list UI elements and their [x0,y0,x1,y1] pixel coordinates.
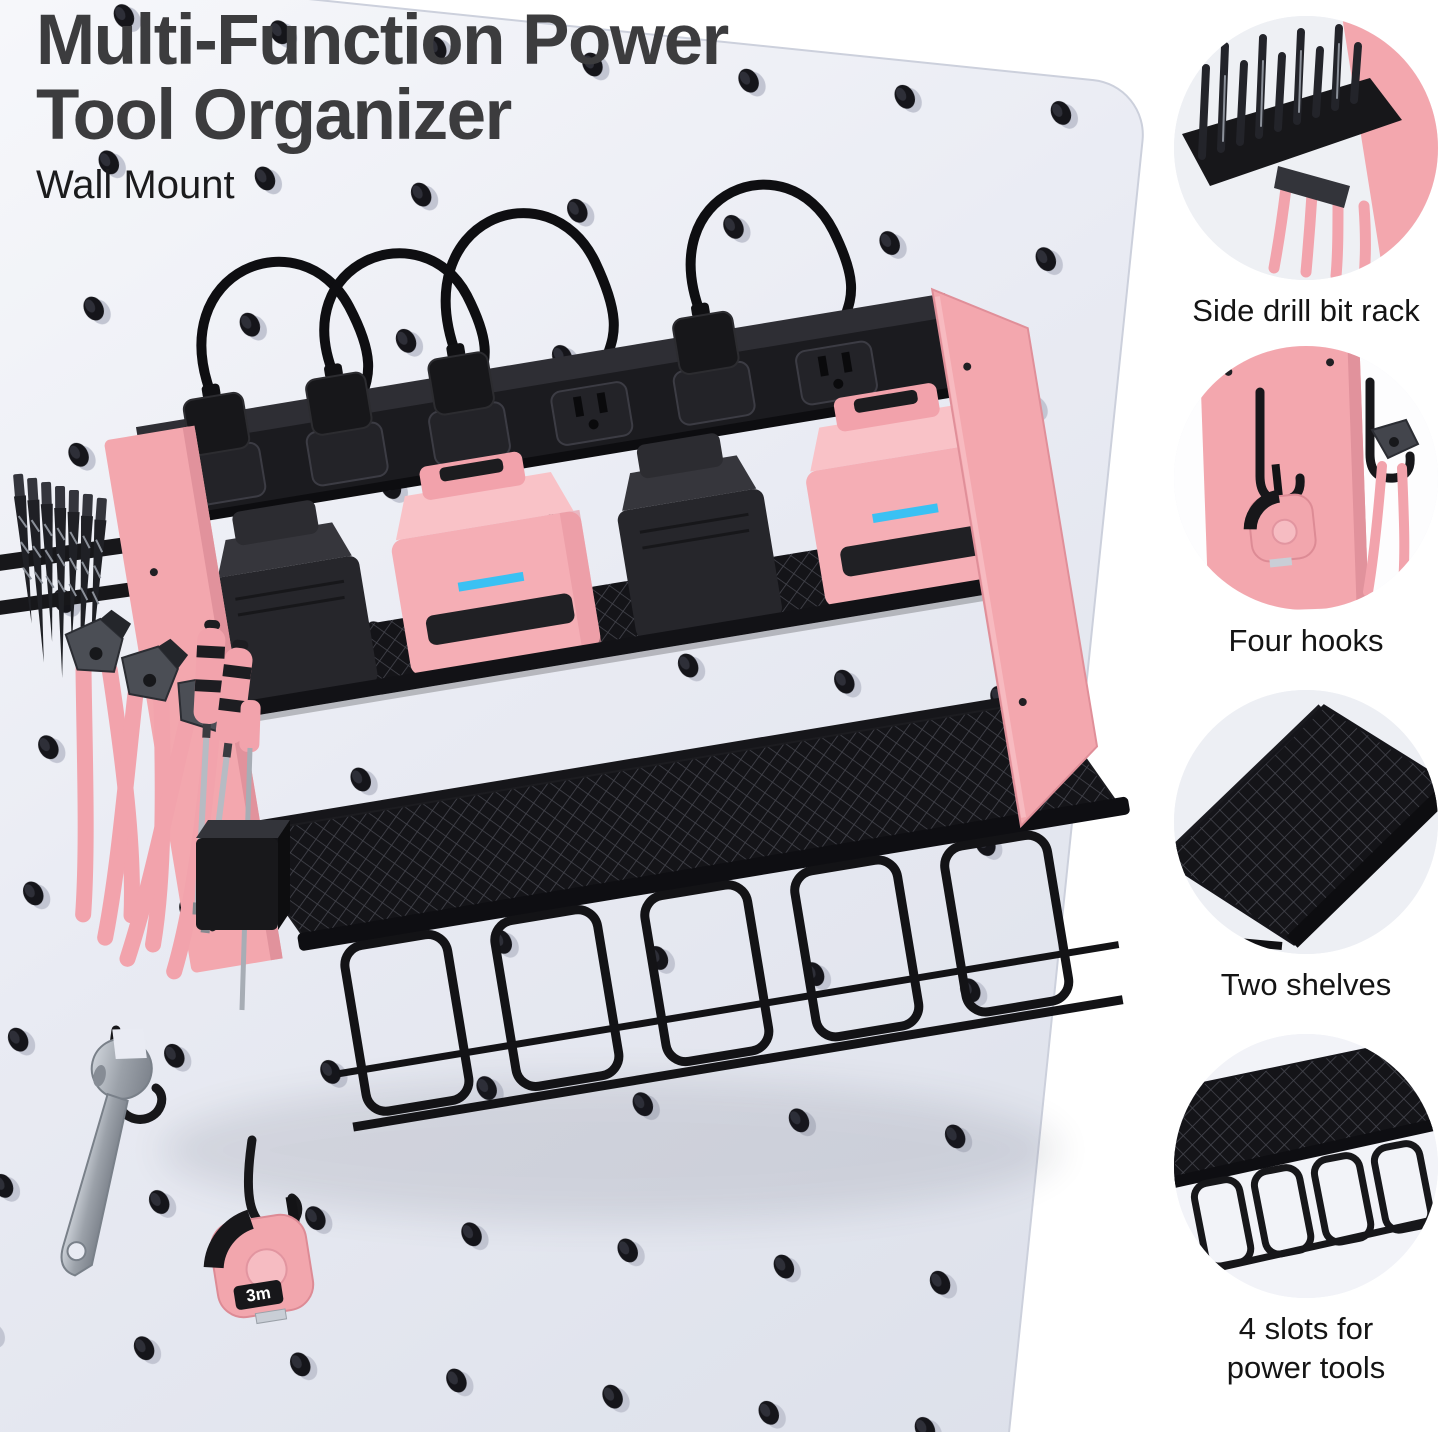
right-side-panel [930,287,1099,829]
callout-circle-two-shelves [1174,690,1438,954]
battery-black-1 [213,500,378,706]
holder-cup [196,820,290,930]
drill-bit [40,481,55,642]
mesh-shelf-closeup [1174,690,1438,954]
tool-slots-closeup [1174,1034,1438,1298]
drill-bit [13,473,33,624]
tape-measure-mini [1243,463,1317,568]
tool-slot-loop [790,855,924,1042]
power-cord [685,179,857,321]
title-block: Multi-Function Power Tool Organizer Wall… [36,1,729,208]
drill-bit [27,477,44,663]
callout-circle-drill-bit-rack [1174,16,1438,280]
bottom-shelf [222,689,1130,951]
callout-circle-tool-slots [1174,1034,1438,1298]
four-hooks-closeup [1174,346,1438,610]
screwdriver-1 [192,619,226,915]
drill-bit-rack [13,473,107,680]
callout-tool-slots: 4 slots for power tools [1174,1034,1438,1388]
plug [427,343,495,416]
outlet-slots [572,351,853,430]
tape-measure: 3m [203,1195,315,1325]
callout-two-shelves: Two shelves [1174,690,1438,1005]
plug [305,363,373,436]
title-line-1: Multi-Function Power [36,1,729,80]
power-cord [440,208,619,361]
tool-slot-loop [340,930,474,1116]
drill-bit [54,485,67,678]
tool-slot-loop [490,905,624,1091]
callout-four-hooks: Four hooks [1174,346,1438,661]
plug [672,302,740,375]
drill-bit [67,489,80,645]
wrench [60,1028,153,1277]
outlet [550,381,634,446]
tool-slot-rail [338,941,1120,1078]
tool-slot-loop [640,880,774,1067]
callout-drill-bit-rack: Side drill bit rack [1174,16,1438,331]
callout-label-two-shelves: Two shelves [1220,967,1392,1002]
page-title: Multi-Function Power Tool Organizer [36,1,729,155]
battery-black-2 [617,433,782,639]
plugs [182,302,740,456]
callout-circle-four-hooks [1174,346,1438,610]
tool-slots [338,830,1124,1132]
top-shelf-mesh [188,518,1018,713]
power-cords [196,179,857,402]
tool-slot-loop [940,830,1074,1017]
power-strip [135,293,962,530]
title-line-2: Tool Organizer [36,75,512,155]
subtitle: Wall Mount [36,163,235,208]
callout-label-drill-bit-rack: Side drill bit rack [1192,293,1420,328]
callout-label-four-hooks: Four hooks [1228,623,1384,658]
callout-label-tool-slots: 4 slots for power tools [1226,1311,1386,1385]
battery-pink-1 [391,451,602,676]
tool-slot-rail [352,995,1124,1132]
power-cord [196,256,374,402]
tape-measure-label: 3m [245,1283,272,1306]
power-cord [319,248,490,382]
drill-bit-rack-closeup [1174,16,1438,280]
power-tool-organizer [104,179,1130,1132]
top-shelf [193,573,1026,732]
